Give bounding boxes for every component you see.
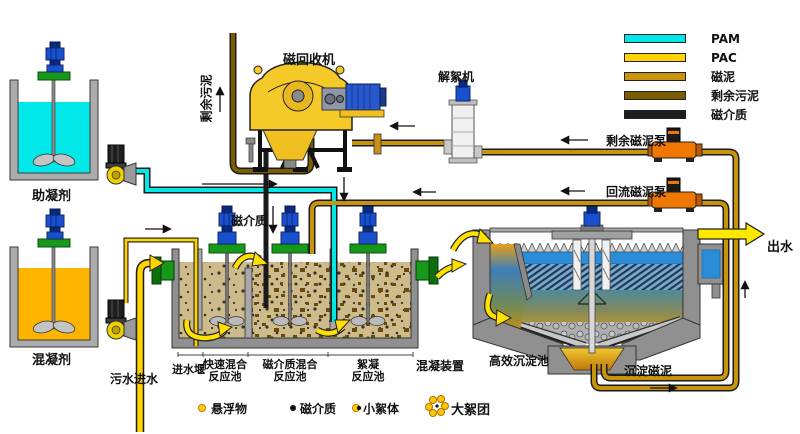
legend-label: 剩余污泥 — [711, 89, 760, 103]
pac-pipe — [124, 238, 198, 346]
magnetic-media-legend-label: 磁介质 — [300, 402, 337, 416]
effluent-trough — [697, 243, 725, 299]
flocculation-label: 絮凝反应池 — [351, 358, 385, 383]
outlet-flange — [415, 256, 439, 285]
deflocculator-label: 解絮机 — [438, 70, 475, 84]
particle-legend-icons — [198, 395, 449, 417]
inlet-flange — [151, 256, 175, 285]
coagulation-unit-label: 混凝装置 — [416, 359, 465, 373]
deflocculator-unit — [443, 79, 483, 164]
sedimentation-tank — [472, 205, 725, 375]
sewage-arrowhead — [149, 254, 166, 272]
coagulant-aid-label: 助凝剂 — [32, 189, 72, 204]
magnetic-media-dot-icon — [290, 405, 296, 411]
rapid-mix-label: 快速混合反应池 — [203, 358, 247, 383]
legend-row: PAM — [600, 29, 798, 48]
legend-label: PAC — [711, 50, 737, 65]
coagulant-label: 混凝剂 — [32, 353, 72, 368]
legend-row: PAC — [600, 48, 798, 67]
return-magnetic-sludge-pump-label: 回流磁泥泵 — [606, 185, 667, 199]
effluent-label: 出水 — [767, 240, 794, 255]
yellow-flow-arrows — [183, 227, 513, 342]
coagulant-tank — [9, 208, 99, 348]
legend-label: 磁介质 — [711, 108, 748, 122]
surplus-sludge-label: 剩余污泥 — [199, 74, 214, 123]
surplus-sludge-pipe — [231, 33, 313, 173]
sedimentation-tank-label: 高效沉淀池 — [489, 354, 550, 368]
legend-label: 磁泥 — [711, 70, 736, 84]
surplus-magnetic-sludge-pump-unit — [647, 127, 703, 162]
pipe-legend: PAM PAC 磁泥 剩余污泥 磁介质 — [600, 29, 798, 124]
legend-swatch-media — [624, 110, 686, 119]
sewage-inlet-label: 污水进水 — [110, 372, 159, 386]
pipes — [124, 33, 738, 432]
pam-dosing-pump — [105, 144, 137, 186]
sludge-pipe-surplus-loop — [592, 150, 738, 390]
pac-dosing-pump — [105, 299, 137, 341]
legend-label: PAM — [711, 31, 740, 46]
magnetic-mix-label: 磁介质混合反应池 — [262, 358, 318, 383]
flow-arrows — [145, 86, 750, 393]
effluent-arrow — [697, 221, 766, 247]
sludge-pipe-return — [310, 201, 652, 254]
large-floc-label: 大絮团 — [451, 403, 491, 418]
clarifier-drive-motor-icon — [580, 205, 604, 232]
magnetic-recovery-machine — [245, 61, 387, 172]
settled-magnetic-sludge-label: 沉淀磁泥 — [624, 364, 673, 378]
legend-swatch-sludge — [624, 72, 686, 81]
magnetic-recovery-machine-label: 磁回收机 — [283, 53, 336, 68]
inlet-weir-label: 进水堰 — [172, 363, 205, 376]
legend-swatch-surplus — [624, 91, 686, 100]
agitator-motor-icon — [45, 41, 65, 73]
pam-pipe — [128, 169, 336, 322]
magnetic-media-feed-label: 磁介质 — [231, 214, 268, 228]
agitator-motor-icon — [45, 208, 65, 240]
legend-row: 剩余污泥 — [600, 86, 798, 105]
large-floc-icon — [425, 395, 449, 417]
sludge-pipe-return-loop — [602, 201, 728, 380]
coagulant-aid-tank — [9, 41, 99, 181]
legend-row: 磁泥 — [600, 67, 798, 86]
legend-swatch-pam — [624, 34, 686, 43]
recovery-drive-motor-icon — [321, 83, 387, 118]
surplus-magnetic-sludge-pump-label: 剩余磁泥泵 — [606, 134, 667, 148]
suspended-solids-label: 悬浮物 — [211, 402, 248, 416]
sewage-pipe — [137, 260, 151, 432]
basin-mixers — [208, 205, 387, 326]
legend-swatch-pac — [624, 53, 686, 62]
suspended-solids-icon — [198, 404, 206, 412]
small-floc-label: 小絮体 — [363, 402, 400, 416]
return-magnetic-sludge-pump-unit — [647, 177, 703, 212]
legend-row: 磁介质 — [600, 105, 798, 124]
